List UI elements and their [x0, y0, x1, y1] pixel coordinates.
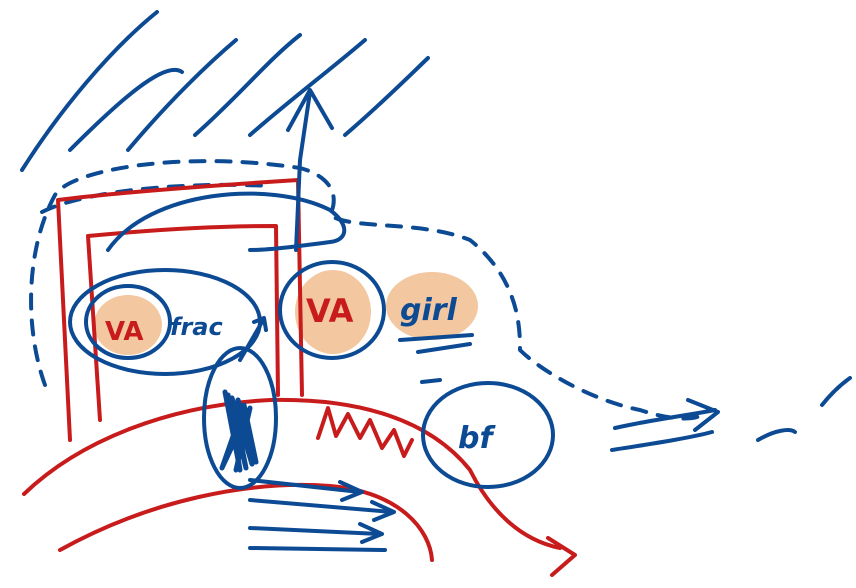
dashed-region-outline: [31, 161, 700, 418]
top-hatch-strokes: [22, 12, 428, 170]
hatch-stroke: [345, 58, 428, 135]
label-bf: bf: [458, 421, 496, 456]
hatch-stroke: [128, 40, 236, 150]
girl-underline-2: [418, 344, 470, 352]
right-arrow-shaft-2: [612, 432, 712, 450]
label-girl: girl: [400, 293, 458, 328]
hatch-stroke: [195, 35, 300, 135]
label-frac: frac: [170, 313, 223, 341]
loop-over-door: [108, 194, 344, 250]
dash-tail: [758, 430, 795, 440]
label-va-inner: VA: [105, 317, 143, 347]
bottom-arrows: [250, 480, 394, 550]
arrow-3-shaft: [250, 528, 380, 534]
small-dash-mark: [422, 380, 440, 382]
dash-tail: [822, 378, 850, 405]
label-va-outer: VA: [306, 292, 354, 330]
scribble-fill: [222, 392, 256, 470]
red-arrowhead: [548, 538, 575, 575]
arrow-4-shaft: [250, 548, 385, 550]
red-zigzag: [318, 408, 412, 456]
pointer-arrow: [240, 322, 262, 360]
